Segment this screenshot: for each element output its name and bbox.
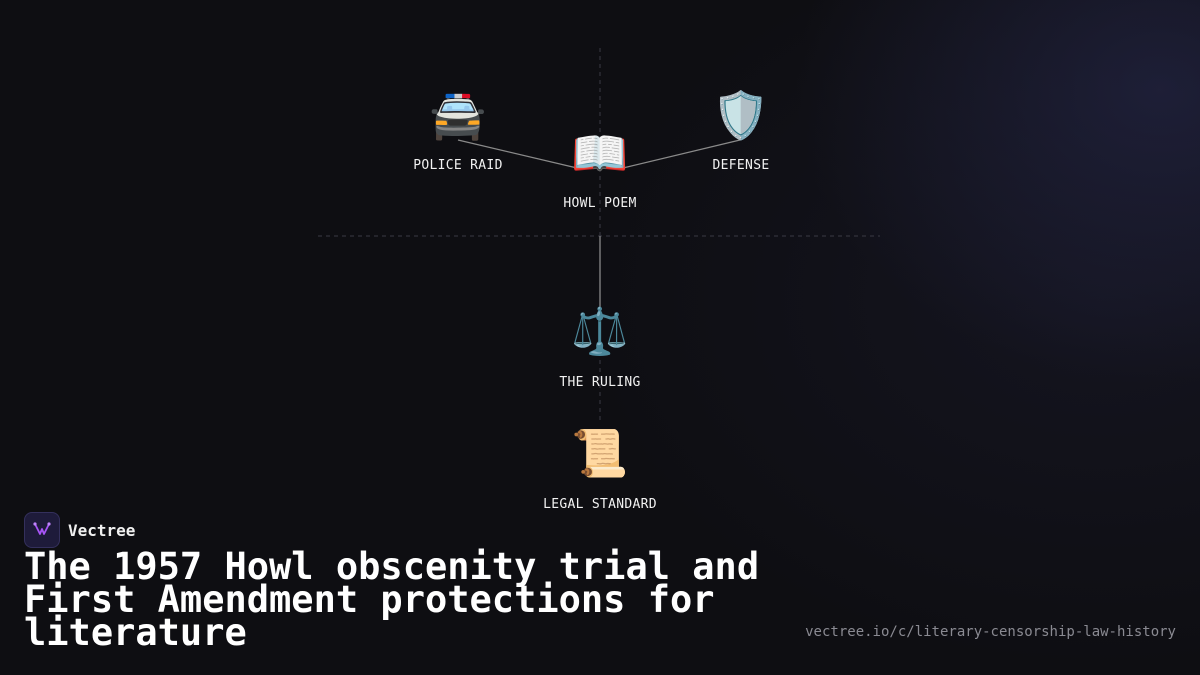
open-book-icon: 📖 [571,126,629,180]
node-label-the-ruling: THE RULING [559,375,641,390]
police-car-icon: 🚔 [429,88,487,142]
edge-police-raid-howl-poem [457,139,578,169]
edge-defense-howl-poem [622,139,741,169]
source-url: vectree.io/c/literary-censorship-law-his… [805,624,1176,640]
brand: Vectree [24,512,135,548]
node-label-police-raid: POLICE RAID [413,158,503,173]
scroll-icon: 📜 [571,426,629,480]
node-label-legal-standard: LEGAL STANDARD [543,497,657,512]
node-label-howl-poem: HOWL POEM [563,196,637,211]
shield-icon: 🛡️ [712,88,770,142]
node-label-defense: DEFENSE [712,158,770,173]
page-title: The 1957 Howl obscenity trial and First … [24,545,760,654]
brand-name: Vectree [68,520,136,540]
scales-icon: ⚖️ [571,304,629,358]
vectree-logo-icon [24,512,60,548]
